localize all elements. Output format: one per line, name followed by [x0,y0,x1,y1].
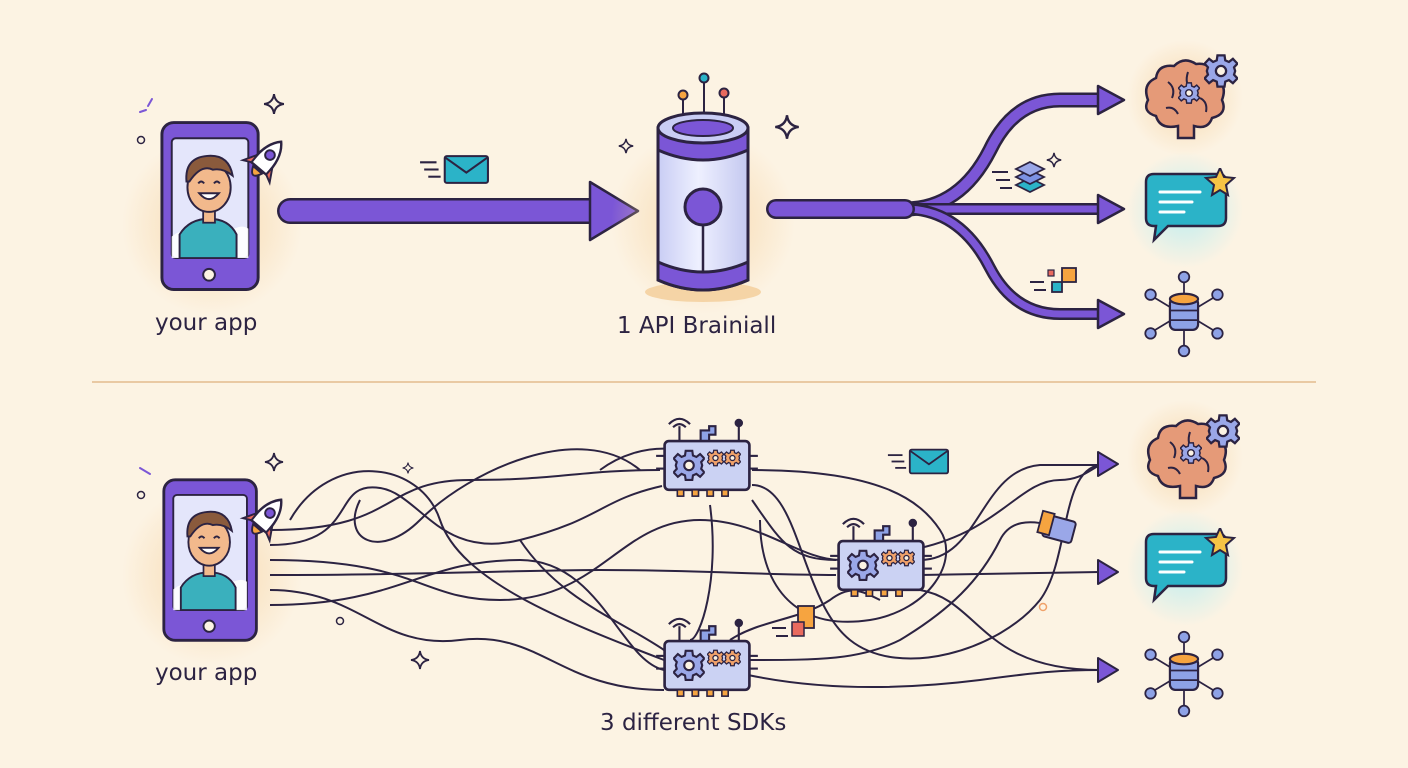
bottom-app-label: your app [155,660,258,686]
database-network-icon [1144,630,1224,718]
database-network-icon [1144,270,1224,358]
phone-icon [160,121,260,291]
sdks-label: 3 different SDKs [600,710,787,736]
envelope-icon [419,155,489,184]
hub-label: 1 API Brainiall [617,313,777,339]
plug-icon [1036,509,1077,544]
phone-icon [162,478,258,642]
blocks-icon [1030,267,1077,293]
documents-icon [772,605,815,637]
layers-icon [992,152,1062,194]
bottom-app [122,452,1048,670]
api-hub [611,72,800,314]
top-app-label: your app [155,310,258,336]
sdk-gear-icon [656,419,758,496]
sparkle-icon [263,93,285,115]
top-app [122,93,302,315]
hub-branches [766,84,1126,330]
sparkle-icon [264,452,284,472]
request-arrow [277,180,640,242]
sdk-gear-icon [830,519,932,596]
sdk-gear-icon [656,619,758,696]
envelope-icon [886,448,950,475]
